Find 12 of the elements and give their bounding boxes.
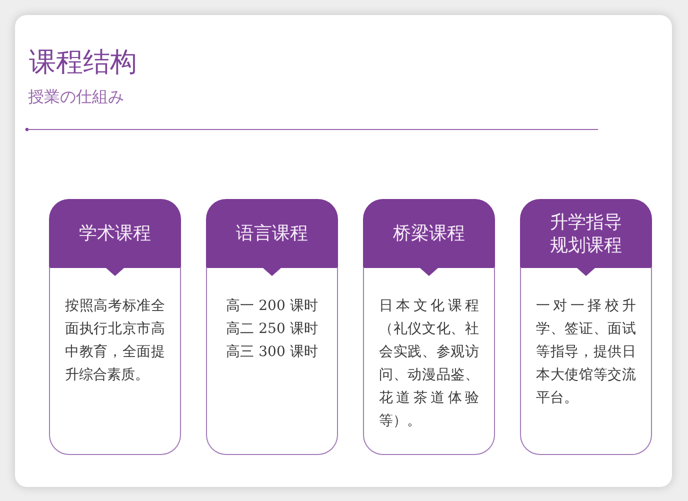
card-heading: 语言课程 <box>236 222 308 245</box>
subtitle: 授業の仕組み <box>28 86 124 108</box>
card-heading: 学术课程 <box>79 222 151 245</box>
card-text: 高三 300 课时 <box>226 343 318 362</box>
card-text: 高二 250 课时 <box>226 320 318 339</box>
page-title: 课程结构 <box>29 46 137 80</box>
card-text: 一对一择校升学、签证、面试等指导，提供日本大使馆等交流平台。 <box>536 297 636 408</box>
card-heading: 升学指导规划课程 <box>549 210 623 256</box>
card-text: 高一 200 课时 <box>226 297 318 316</box>
card-text: 日本文化课程（礼仪文化、社会实践、参观访问、动漫品鉴、花道茶道体验等）。 <box>379 297 479 431</box>
card-heading: 桥梁课程 <box>393 222 465 245</box>
card-text: 按照高考标准全面执行北京市高中教育，全面提升综合素质。 <box>65 297 165 385</box>
